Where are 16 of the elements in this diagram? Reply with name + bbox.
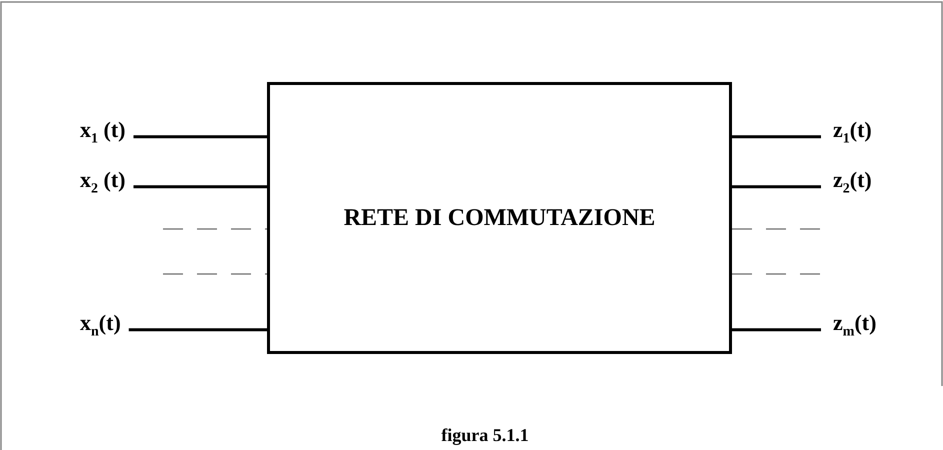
signal-label: x$_{2}$ (t) xyxy=(80,167,126,192)
figure-caption: figura 5.1.1 xyxy=(440,425,530,446)
signal-line xyxy=(732,328,821,332)
signal-label: x$_{n}$(t) xyxy=(80,310,121,335)
signal-line xyxy=(732,185,821,188)
signal-label: z$_{m}$(t) xyxy=(833,310,876,335)
signal-line xyxy=(133,185,267,188)
process-box xyxy=(267,82,732,354)
signal-line xyxy=(128,328,267,332)
signal-line xyxy=(732,135,821,138)
box-label: RETE DI COMMUTAZIONE xyxy=(344,204,656,232)
signal-label: z$_{1}$(t) xyxy=(833,117,872,142)
signal-line xyxy=(133,135,267,138)
signal-label: z$_{2}$(t) xyxy=(833,167,872,192)
signal-label: x$_{1}$ (t) xyxy=(80,117,126,142)
dashed-line xyxy=(162,228,268,230)
